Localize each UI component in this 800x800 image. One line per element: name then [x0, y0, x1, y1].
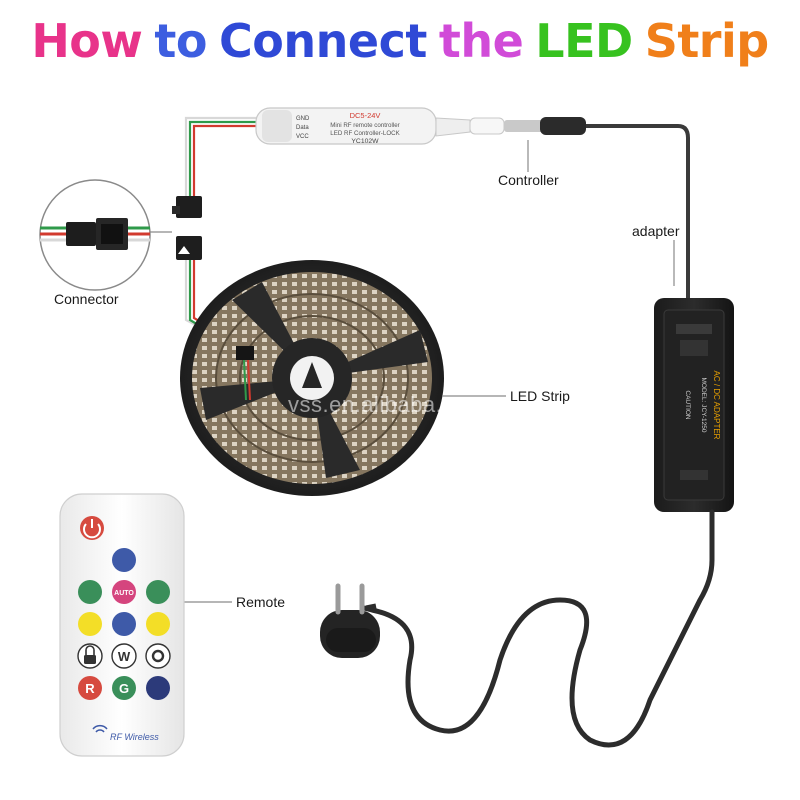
label-connector: Connector — [54, 291, 119, 307]
connector-plugs — [172, 196, 202, 260]
label-adapter: adapter — [632, 223, 679, 239]
controller-pin-vcc: VCC — [296, 134, 309, 140]
remote-r-label: R — [85, 681, 95, 696]
controller-voltage: DC5-24V — [350, 111, 381, 120]
controller-pin-gnd: GND — [296, 116, 310, 122]
controller-model: YC102W — [351, 138, 379, 145]
controller-line-2: LED RF Controller-LOCK — [330, 130, 400, 137]
remote-control: AUTO W R G RF Wireless — [60, 494, 184, 756]
connector-zoom — [40, 180, 172, 290]
controller-line-1: Mini RF remote controller — [330, 122, 399, 129]
controller-unit: DC5-24V Mini RF remote controller LED RF… — [256, 108, 586, 145]
label-led-strip: LED Strip — [510, 388, 570, 404]
remote-wireless-label: RF Wireless — [110, 732, 159, 742]
label-controller: Controller — [498, 172, 559, 188]
remote-w-label: W — [118, 649, 131, 664]
adapter-brand: AC / DC ADAPTER — [712, 371, 721, 440]
ac-cable — [364, 512, 712, 745]
adapter-model: MODEL: JCY-1250 — [700, 377, 707, 432]
remote-g-label: G — [119, 681, 129, 696]
dc-cable — [586, 126, 688, 300]
adapter-caution: CAUTION — [684, 390, 691, 420]
led-reel — [180, 260, 444, 496]
remote-auto-label: AUTO — [114, 590, 134, 597]
ac-plug — [320, 586, 380, 658]
adapter-brick: AC / DC ADAPTER MODEL: JCY-1250 CAUTION — [654, 298, 734, 512]
controller-pin-data: Data — [296, 125, 309, 131]
label-remote: Remote — [236, 594, 285, 610]
watermark: vss.en.alibaba.com — [288, 392, 485, 418]
